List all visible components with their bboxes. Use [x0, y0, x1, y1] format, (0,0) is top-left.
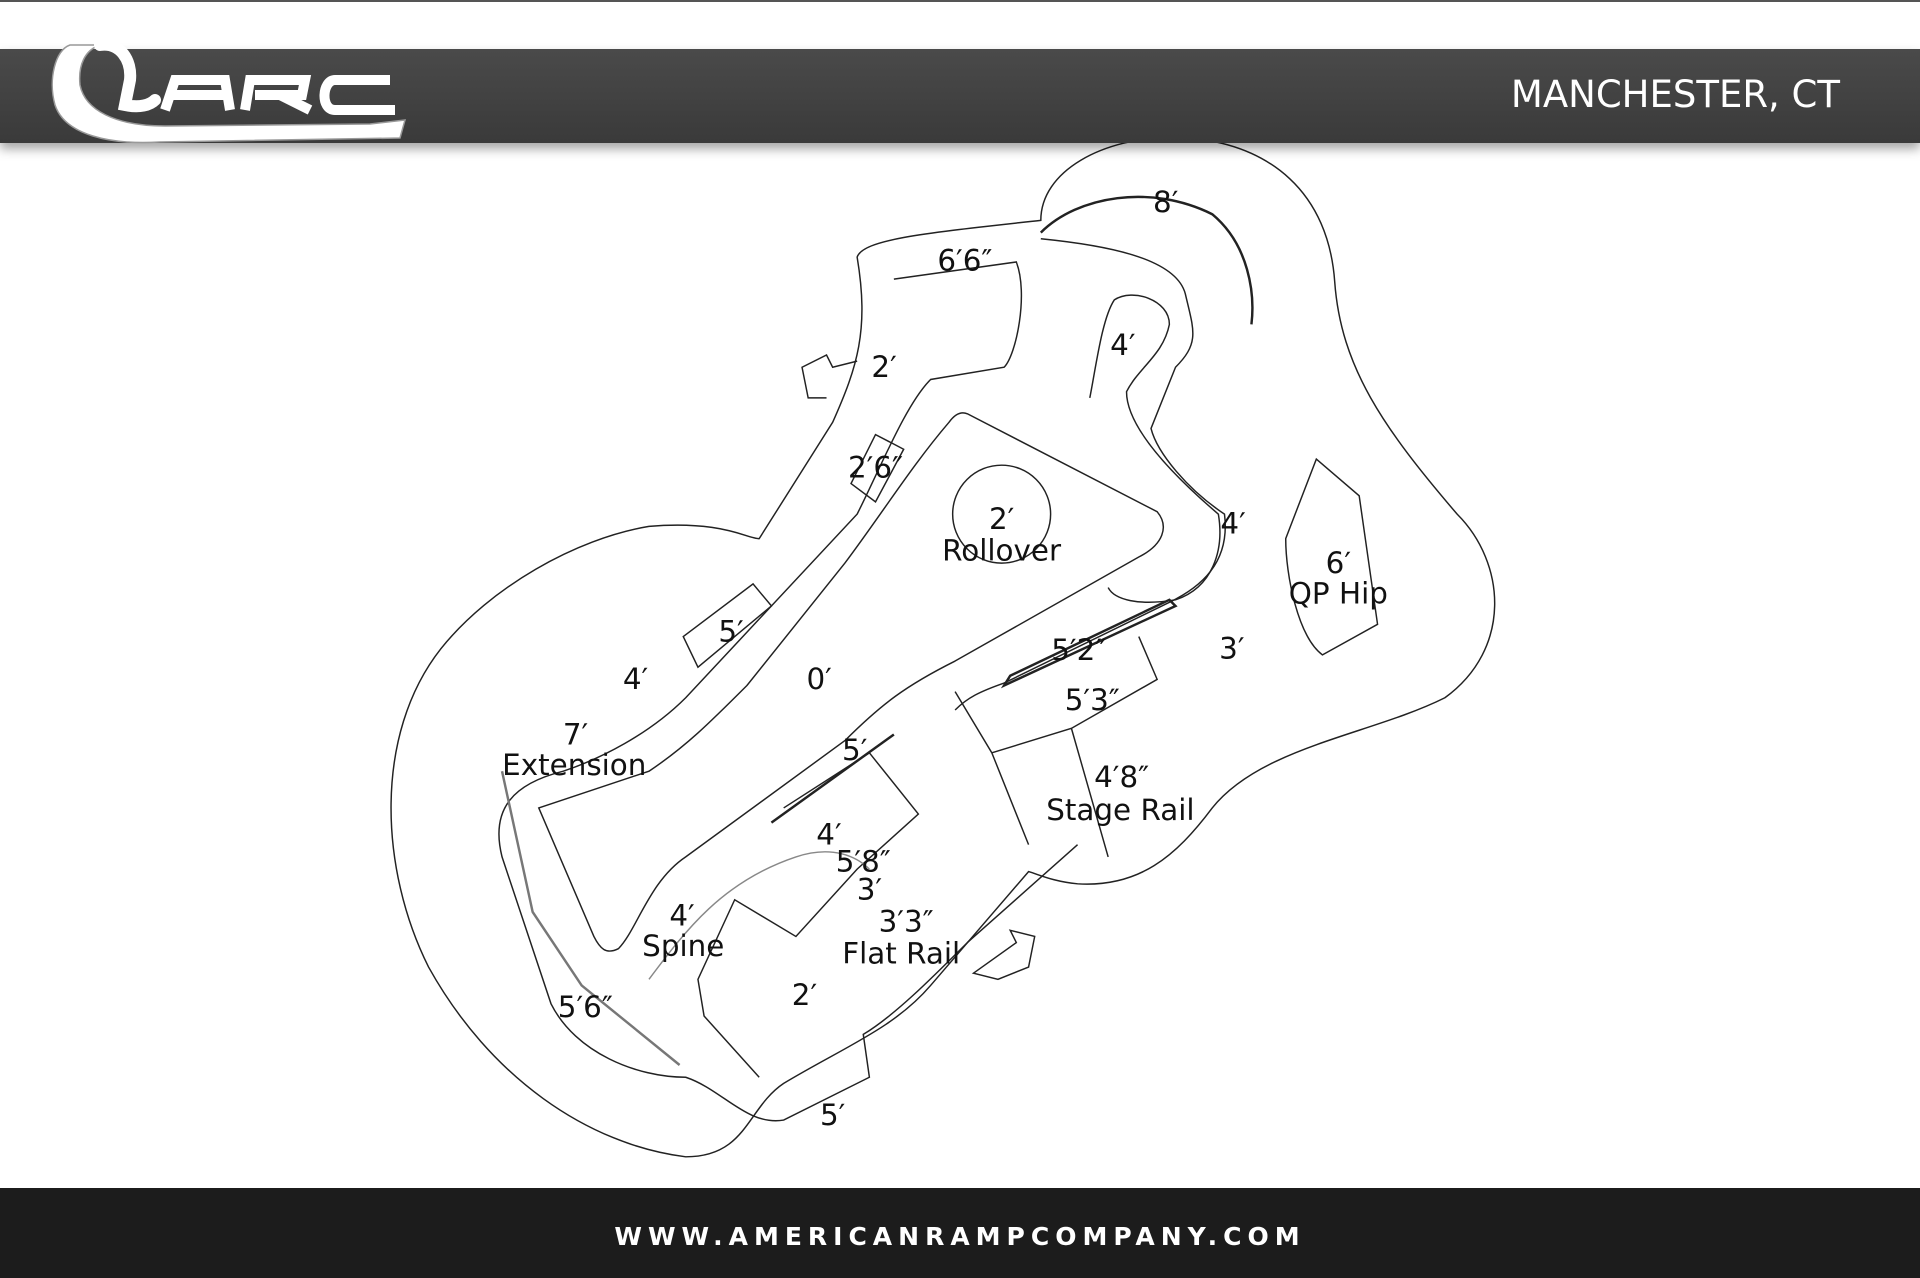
rollover-circle [951, 464, 1052, 564]
extension-coping [500, 770, 681, 1066]
label-0ft: 0′ [807, 662, 832, 696]
label-4ft-b: 4′ [1220, 507, 1245, 541]
label-rollover: Rollover [942, 534, 1062, 568]
track-outer-line [498, 261, 1079, 1122]
label-rollover-height: 2′ [989, 502, 1014, 536]
flat-section [697, 751, 920, 1078]
page-title: MANCHESTER, CT [1510, 73, 1840, 116]
coping-a [1000, 598, 1178, 689]
label-3ft: 3′ [1219, 632, 1244, 666]
exit-arrow-top [801, 354, 858, 399]
label-5ft-c: 5′ [820, 1098, 845, 1132]
label-extension-height: 7′ [563, 717, 588, 751]
coping-b [770, 733, 895, 824]
spine-line [648, 851, 870, 980]
label-2ft-b: 2′ [792, 978, 817, 1012]
label-3ft-b: 3′ [857, 873, 882, 907]
label-4ft-c: 4′ [623, 662, 648, 696]
label-5ft8: 5′8″ [836, 845, 891, 879]
label-5ft: 5′ [718, 614, 743, 648]
label-5ft3: 5′3″ [1065, 683, 1120, 717]
label-qp-hip: QP Hip [1289, 577, 1388, 611]
website-link[interactable]: WWW.AMERICANRAMPCOMPANY.COM [614, 1222, 1306, 1251]
outer-boundary [390, 136, 1496, 1158]
label-stage-height: 4′8″ [1094, 760, 1149, 794]
exit-arrow-bottom [971, 929, 1036, 981]
label-4ft: 4′ [1110, 328, 1135, 362]
box-5 [682, 582, 773, 669]
label-spine: Spine [642, 929, 724, 963]
dimension-labels: 8′ 6′6″ 2′ 4′ 2′6″ 2′ Rollover 4′ 6′ QP … [502, 185, 1388, 1132]
top-border [0, 0, 1920, 2]
stage-section [954, 636, 1159, 858]
label-4ft-d: 4′ [816, 818, 841, 852]
label-flat-rail: Flat Rail [842, 936, 960, 970]
label-extension: Extension [502, 748, 646, 782]
label-flat-rail-height: 3′3″ [879, 905, 934, 939]
label-spine-height: 4′ [669, 898, 694, 932]
label-qp-height: 6′ [1326, 546, 1351, 580]
upper-arc [1039, 195, 1254, 325]
label-stage-rail: Stage Rail [1046, 793, 1194, 827]
qp-hip [1284, 457, 1379, 656]
label-6ft6: 6′6″ [937, 244, 992, 278]
island [537, 412, 1164, 952]
box-2-6 [850, 433, 905, 503]
label-2ft: 2′ [871, 350, 896, 384]
footer-bar: WWW.AMERICANRAMPCOMPANY.COM [0, 1188, 1920, 1278]
upper-loop [954, 237, 1227, 711]
upper-loop-inner [1089, 294, 1221, 603]
label-5ft-b: 5′ [842, 733, 867, 767]
label-8ft: 8′ [1153, 185, 1178, 219]
label-2ft6: 2′6″ [848, 450, 903, 484]
arc-logo [51, 38, 407, 144]
label-5ft6: 5′6″ [558, 990, 613, 1024]
label-5ft2: 5′2″ [1051, 633, 1106, 667]
